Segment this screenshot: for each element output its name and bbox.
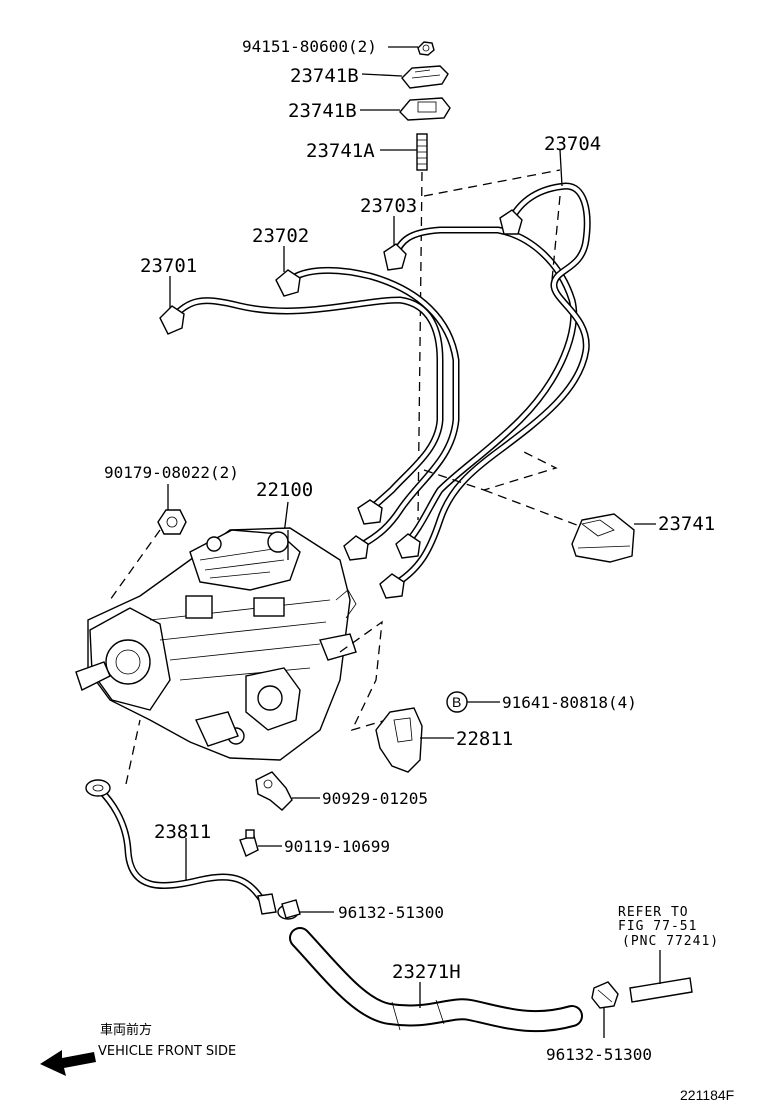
label-90119: 90119-10699 xyxy=(284,837,390,856)
pipe-fitting-lower-4[interactable] xyxy=(379,573,405,599)
label-90179: 90179-08022(2) xyxy=(104,463,239,482)
injection-pump-22100[interactable] xyxy=(75,527,357,761)
clamp-23741[interactable] xyxy=(571,513,635,563)
label-90929: 90929-01205 xyxy=(322,789,428,808)
clamp-90929[interactable] xyxy=(255,771,293,811)
bolt-marker-letter: B xyxy=(452,694,461,710)
bracket-22811[interactable] xyxy=(375,707,423,773)
direction-label-jp: 車両前方 xyxy=(100,1022,152,1038)
nut-90179[interactable] xyxy=(157,509,187,535)
refer-line-2: FIG 77-51 xyxy=(618,919,697,934)
pipe-fitting-23704[interactable] xyxy=(499,209,523,235)
screw-90119[interactable] xyxy=(239,829,259,857)
label-23741a: 23741A xyxy=(306,140,375,162)
label-22100: 22100 xyxy=(256,479,313,501)
label-96132-a: 96132-51300 xyxy=(338,903,444,922)
label-23741b-lower: 23741B xyxy=(288,100,357,122)
reference-pipe-77241[interactable] xyxy=(629,977,693,1003)
label-23811: 23811 xyxy=(154,821,211,843)
refer-line-1: REFER TO xyxy=(618,905,689,920)
figure-code: 221184F xyxy=(680,1087,734,1103)
label-91641: 91641-80818(4) xyxy=(502,693,637,712)
label-23741: 23741 xyxy=(658,513,715,535)
pipe-fitting-lower-2[interactable] xyxy=(343,535,369,561)
injection-pipes xyxy=(168,182,591,590)
bolt-91641-marker[interactable]: B xyxy=(446,691,468,713)
label-23703: 23703 xyxy=(360,195,417,217)
label-94151: 94151-80600(2) xyxy=(242,37,377,56)
label-23704: 23704 xyxy=(544,133,601,155)
label-23741b-upper: 23741B xyxy=(290,65,359,87)
vehicle-front-arrow-icon xyxy=(40,1050,96,1076)
label-22811: 22811 xyxy=(456,728,513,750)
label-23271h: 23271H xyxy=(392,961,461,983)
direction-label-en: VEHICLE FRONT SIDE xyxy=(98,1044,236,1059)
refer-line-3: (PNC 77241) xyxy=(622,934,719,949)
pipe-fitting-lower-3[interactable] xyxy=(395,533,421,559)
pipe-fitting-23702[interactable] xyxy=(275,269,301,297)
stud-23741a[interactable] xyxy=(416,133,428,171)
nut-94151[interactable] xyxy=(417,41,435,56)
hose-23271h[interactable] xyxy=(289,927,583,1033)
clamp-23741b-lower[interactable] xyxy=(399,97,451,121)
label-23702: 23702 xyxy=(252,225,309,247)
pipe-fitting-lower-1[interactable] xyxy=(357,499,383,525)
clip-96132-b[interactable] xyxy=(591,981,619,1009)
fuel-pipe-23811[interactable] xyxy=(85,779,277,915)
clip-96132-a[interactable] xyxy=(277,899,301,920)
label-96132-b: 96132-51300 xyxy=(546,1045,652,1064)
label-23701: 23701 xyxy=(140,255,197,277)
clamp-23741b-upper[interactable] xyxy=(401,65,449,89)
